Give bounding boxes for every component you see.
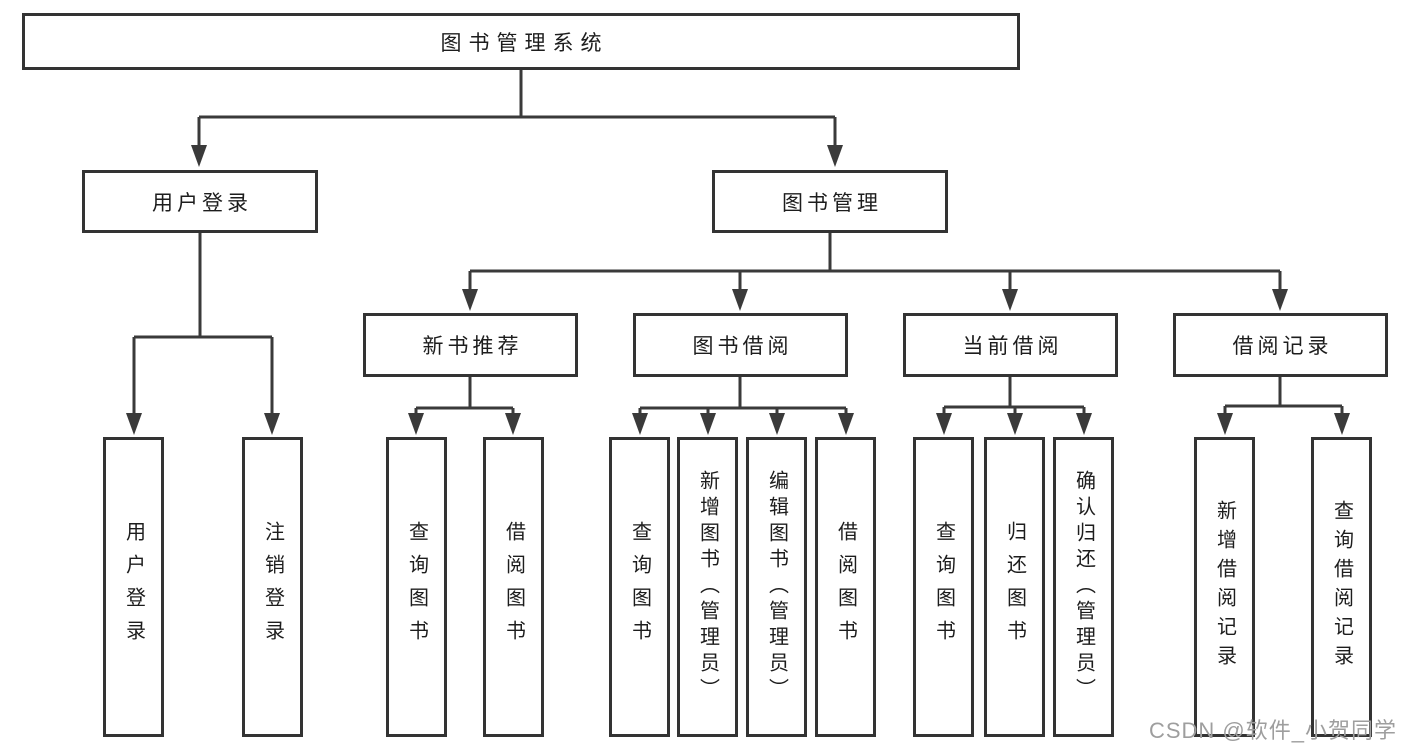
node-label: 图书管理 [782, 191, 882, 215]
leaf-label: 编辑图书（管理员） [765, 470, 788, 704]
leaf-label: 新增借阅记录 [1213, 500, 1236, 674]
leaf-confirm-return-admin: 确认归还（管理员） [1053, 437, 1114, 737]
leaf-return-book: 归还图书 [984, 437, 1045, 737]
connector-root-to-level2 [191, 70, 843, 167]
leaf-borrow-books: 借阅图书 [815, 437, 876, 737]
leaf-label: 新增图书（管理员） [696, 470, 719, 704]
csdn-watermark: CSDN @软件_小贺同学 [1148, 718, 1397, 743]
connector-book-management-branch [462, 233, 1288, 311]
leaf-label: 借阅图书 [834, 521, 857, 653]
connector-new-book-branch [408, 377, 521, 435]
leaf-label: 归还图书 [1003, 521, 1026, 653]
leaf-label: 查询图书 [932, 521, 955, 653]
node-library-management-system: 图书管理系统 [22, 13, 1020, 70]
node-label: 用户登录 [152, 191, 252, 215]
node-label: 图书管理系统 [440, 31, 609, 55]
leaf-label: 查询借阅记录 [1330, 500, 1353, 674]
connector-borrow-records-branch [1217, 377, 1350, 435]
connector-current-borrow-branch [936, 377, 1092, 435]
node-book-management: 图书管理 [712, 170, 948, 233]
node-label: 当前借阅 [962, 335, 1063, 358]
node-label: 图书借阅 [692, 335, 793, 358]
leaf-label: 用户登录 [122, 521, 145, 653]
leaf-label: 查询图书 [628, 521, 651, 653]
node-label: 新书推荐 [422, 335, 523, 358]
leaf-query-borrow-record: 查询借阅记录 [1311, 437, 1372, 737]
leaf-borrow-books-recommend: 借阅图书 [483, 437, 544, 737]
node-book-borrow: 图书借阅 [633, 313, 848, 377]
leaf-query-books-current: 查询图书 [913, 437, 974, 737]
leaf-label: 确认归还（管理员） [1072, 470, 1095, 704]
connector-user-login-branch [126, 233, 280, 435]
leaf-query-books-borrow: 查询图书 [609, 437, 670, 737]
node-user-login: 用户登录 [82, 170, 318, 233]
leaf-label: 注销登录 [261, 521, 284, 653]
leaf-query-books-recommend: 查询图书 [386, 437, 447, 737]
leaf-add-borrow-record: 新增借阅记录 [1194, 437, 1255, 737]
leaf-logout: 注销登录 [242, 437, 303, 737]
leaf-user-login: 用户登录 [103, 437, 164, 737]
connector-book-borrow-branch [632, 377, 854, 435]
leaf-label: 借阅图书 [502, 521, 525, 653]
node-new-book-recommend: 新书推荐 [363, 313, 578, 377]
leaf-edit-book-admin: 编辑图书（管理员） [746, 437, 807, 737]
leaf-label: 查询图书 [405, 521, 428, 653]
leaf-add-book-admin: 新增图书（管理员） [677, 437, 738, 737]
node-current-borrow: 当前借阅 [903, 313, 1118, 377]
node-borrow-records: 借阅记录 [1173, 313, 1388, 377]
node-label: 借阅记录 [1232, 335, 1333, 358]
